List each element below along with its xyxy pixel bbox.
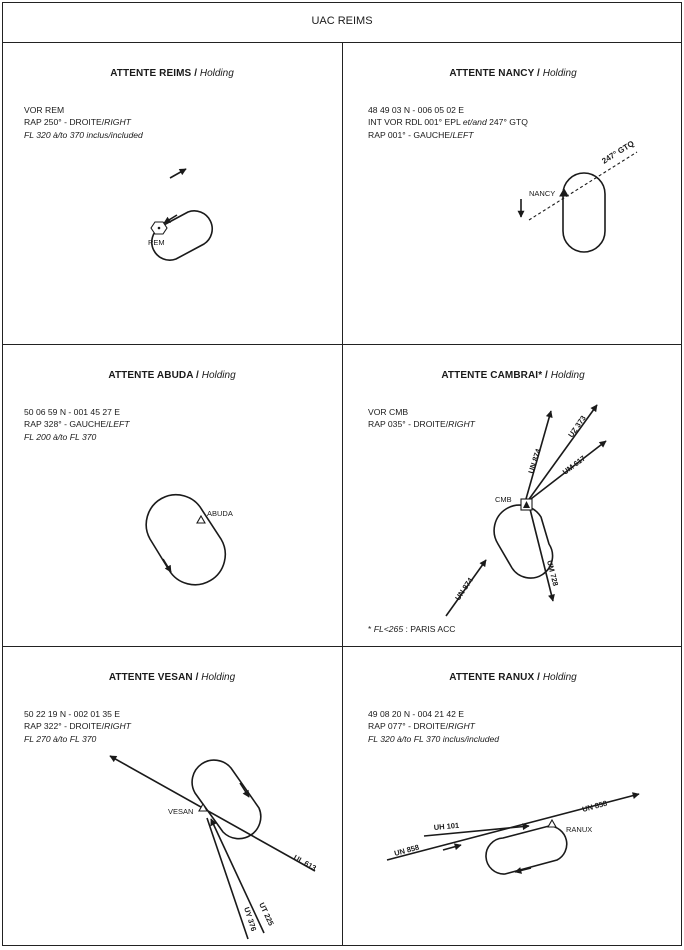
holding-info: 48 49 03 N - 006 05 02 E INT VOR RDL 001… [368, 104, 528, 141]
holding-panel-nancy: ATTENTE NANCY / Holding 48 49 03 N - 006… [343, 42, 683, 344]
fix-label: VESAN [168, 807, 193, 816]
level-line: FL 200 à/to FL 370 [24, 431, 97, 442]
course-line: RAP 077° - DROITE/RIGHT [368, 721, 475, 732]
radial-label: 247° GTQ [600, 139, 635, 166]
intersection-line: INT VOR RDL 001° EPL et/and 247° GTQ [368, 117, 528, 128]
route-line-UN874-out [523, 410, 553, 507]
panel-title: ATTENTE NANCY / Holding [449, 68, 577, 79]
direction-arrow [162, 558, 172, 573]
radial-line [528, 151, 638, 221]
panel-title: ATTENTE ABUDA / Holding [108, 370, 236, 381]
fix-label: CMB [495, 495, 512, 504]
route-label: UM 617 [561, 454, 587, 477]
course-line: RAP 001° - GAUCHE/LEFT [368, 129, 474, 140]
route-line-UN874-in [445, 559, 487, 617]
holding-diagram-cambrai: UN 874 UZ 373 UM 617 UN 874 UM 728 CMB [445, 404, 607, 617]
route-label: UN 874 [453, 575, 475, 602]
holding-info: 49 08 20 N - 004 21 42 E RAP 077° - DROI… [368, 708, 499, 745]
fix-label: ABUDA [207, 509, 233, 518]
holding-panel-abuda: ATTENTE ABUDA / Holding 50 06 59 N - 001… [2, 344, 342, 646]
holding-diagram-ranux: UH 101 UN 858 UN 858 RANUX [386, 792, 640, 875]
course-line: RAP 250° - DROITE/RIGHT [24, 117, 131, 128]
holding-pattern [191, 759, 262, 840]
fix-line: VOR CMB [368, 407, 409, 417]
holding-pattern [150, 210, 214, 261]
holding-panel-reims: ATTENTE REIMS / Holding VOR REM RAP 250°… [2, 42, 342, 344]
panel-title: ATTENTE REIMS / Holding [110, 68, 234, 79]
route-label: UH 101 [433, 821, 459, 832]
holding-info: VOR CMB RAP 035° - DROITE/RIGHT [368, 406, 475, 431]
fix-label: REM [148, 238, 165, 247]
course-line: RAP 322° - DROITE/RIGHT [24, 721, 131, 732]
holding-diagram-nancy: 247° GTQ NANCY [517, 139, 638, 253]
holding-panel-cambrai: ATTENTE CAMBRAI* / Holding VOR CMB RAP 0… [343, 344, 683, 646]
route-line-UZ373 [526, 404, 598, 503]
holding-pattern [145, 493, 227, 586]
route-line-UH101 [423, 823, 530, 837]
holding-info: 50 06 59 N - 001 45 27 E RAP 328° - GAUC… [24, 406, 129, 443]
fix-triangle-icon [559, 187, 569, 197]
route-line-UM728 [529, 508, 555, 602]
direction-arrow [169, 168, 187, 179]
level-line: FL 270 à/to FL 370 [24, 733, 97, 744]
course-line: RAP 328° - GAUCHE/LEFT [24, 419, 130, 430]
level-line: FL 320 à/to FL 370 inclus/included [368, 733, 500, 744]
page-title: UAC REIMS [311, 15, 373, 27]
fix-label: RANUX [566, 825, 592, 834]
route-line-UT225 [210, 818, 265, 934]
fix-label: NANCY [529, 189, 555, 198]
fix-line: 49 08 20 N - 004 21 42 E [368, 709, 465, 719]
column-divider [342, 42, 343, 946]
fix-line: 50 22 19 N - 002 01 35 E [24, 709, 121, 719]
holding-diagram-abuda: ABUDA [145, 493, 233, 586]
holding-pattern [493, 504, 554, 579]
route-label: UM 728 [545, 559, 560, 587]
route-line-UY376 [206, 817, 249, 940]
holding-diagram-vesan: UL 613 UT 225 UY 376 VESAN [109, 755, 318, 940]
footnote: * FL<265 : PARIS ACC [368, 624, 456, 634]
direction-arrow [442, 843, 462, 851]
holding-diagram-reims: REM [148, 168, 214, 261]
fix-triangle-icon [547, 818, 557, 828]
holding-pattern [485, 825, 568, 875]
panel-title: ATTENTE RANUX / Holding [449, 672, 577, 683]
route-label: UN 858 [581, 799, 608, 814]
course-line: RAP 035° - DROITE/RIGHT [368, 419, 475, 430]
panel-title: ATTENTE VESAN / Holding [108, 672, 236, 683]
fix-triangle-icon [196, 514, 206, 524]
holding-panel-ranux: ATTENTE RANUX / Holding 49 08 20 N - 004… [343, 646, 683, 948]
route-label: UN 874 [526, 447, 543, 475]
holding-info: VOR REM RAP 250° - DROITE/RIGHT FL 320 à… [24, 104, 143, 141]
route-line-UM617 [526, 440, 607, 503]
fix-line: VOR REM [24, 105, 65, 115]
route-line-UL613 [109, 755, 316, 872]
level-line: FL 320 à/to 370 inclus/included [24, 129, 143, 140]
holding-pattern [562, 172, 606, 253]
route-label: UL 613 [292, 853, 318, 873]
holding-panel-vesan: ATTENTE VESAN / Holding 50 22 19 N - 002… [2, 646, 342, 948]
direction-arrow [163, 214, 178, 224]
panel-title: ATTENTE CAMBRAI* / Holding [441, 370, 585, 381]
holding-info: 50 22 19 N - 002 01 35 E RAP 322° - DROI… [24, 708, 131, 745]
direction-arrow [239, 782, 250, 798]
direction-arrow [514, 867, 532, 874]
fix-line: 48 49 03 N - 006 05 02 E [368, 105, 465, 115]
fix-triangle-icon [198, 802, 208, 812]
route-label: UZ 373 [566, 414, 587, 439]
fix-line: 50 06 59 N - 001 45 27 E [24, 407, 121, 417]
